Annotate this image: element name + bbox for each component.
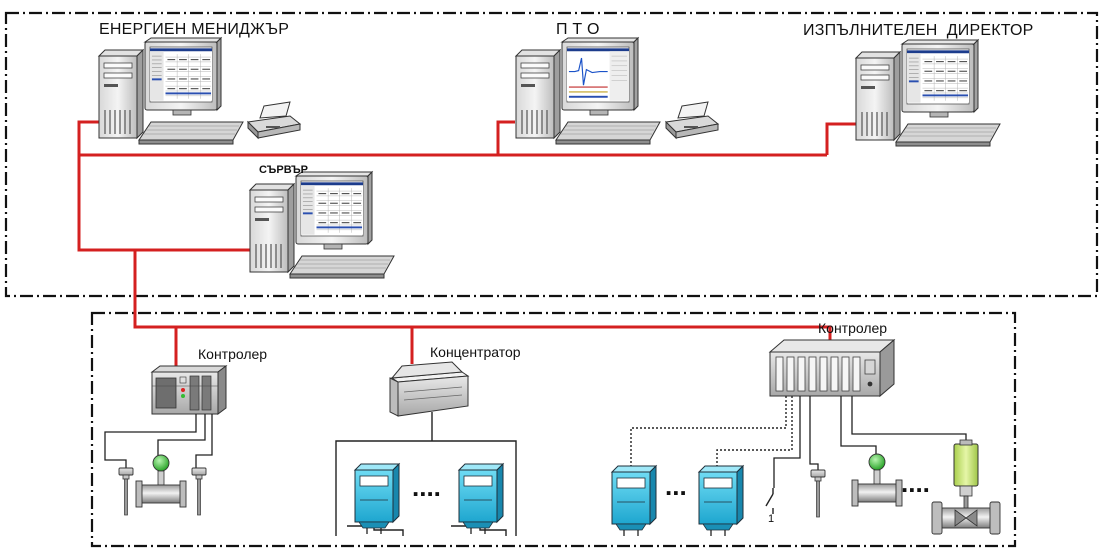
rack-controller-icon — [768, 338, 896, 398]
ellipsis-meters-right: ... — [665, 471, 687, 501]
printer-icon — [247, 101, 301, 139]
label-concentrator: Концентратор — [430, 344, 521, 360]
office-network-frame — [4, 11, 1099, 298]
switch-icon — [765, 488, 774, 514]
control-valve-icon — [931, 439, 1001, 535]
temperature-sensor-icon — [191, 467, 207, 516]
label-server: СЪРВЪР — [259, 164, 308, 176]
switch-mark: 1 — [768, 513, 774, 525]
label-energy-manager: ЕНЕРГИЕН МЕНИДЖЪР — [99, 21, 289, 38]
label-executive-director: ИЗПЪЛНИТЕЛЕН ДИРЕКТОР — [803, 22, 1034, 39]
network-lines — [77, 120, 856, 368]
controller-field-wires — [773, 396, 967, 488]
printer-icon — [665, 101, 719, 139]
energy-meter-icon — [611, 465, 657, 537]
workstation-executive-director — [855, 39, 1001, 147]
energy-meter-icon — [458, 463, 504, 535]
energy-meter-icon — [698, 465, 744, 537]
concentrator-icon — [389, 361, 470, 417]
label-controller-right: Контролер — [818, 320, 887, 336]
workstation-energy-manager — [98, 37, 301, 145]
flow-meter-icon — [851, 453, 903, 507]
plc-controller-icon — [150, 365, 228, 415]
server-station — [249, 171, 395, 279]
energy-meter-icon — [354, 463, 400, 535]
label-pto: П Т О — [556, 21, 600, 38]
label-controller-left: Контролер — [198, 346, 267, 362]
plc-sensor-wires — [104, 414, 213, 470]
temperature-sensor-icon — [810, 469, 826, 518]
flow-meter-icon — [135, 454, 187, 508]
ellipsis-meters-mid: .... — [412, 472, 441, 502]
temperature-sensor-icon — [118, 467, 134, 516]
workstation-pto — [515, 37, 719, 145]
ellipsis-sensors-right: .... — [901, 468, 930, 498]
controller-field-wires-dotted — [630, 396, 793, 466]
field-level-frame — [90, 311, 1017, 548]
